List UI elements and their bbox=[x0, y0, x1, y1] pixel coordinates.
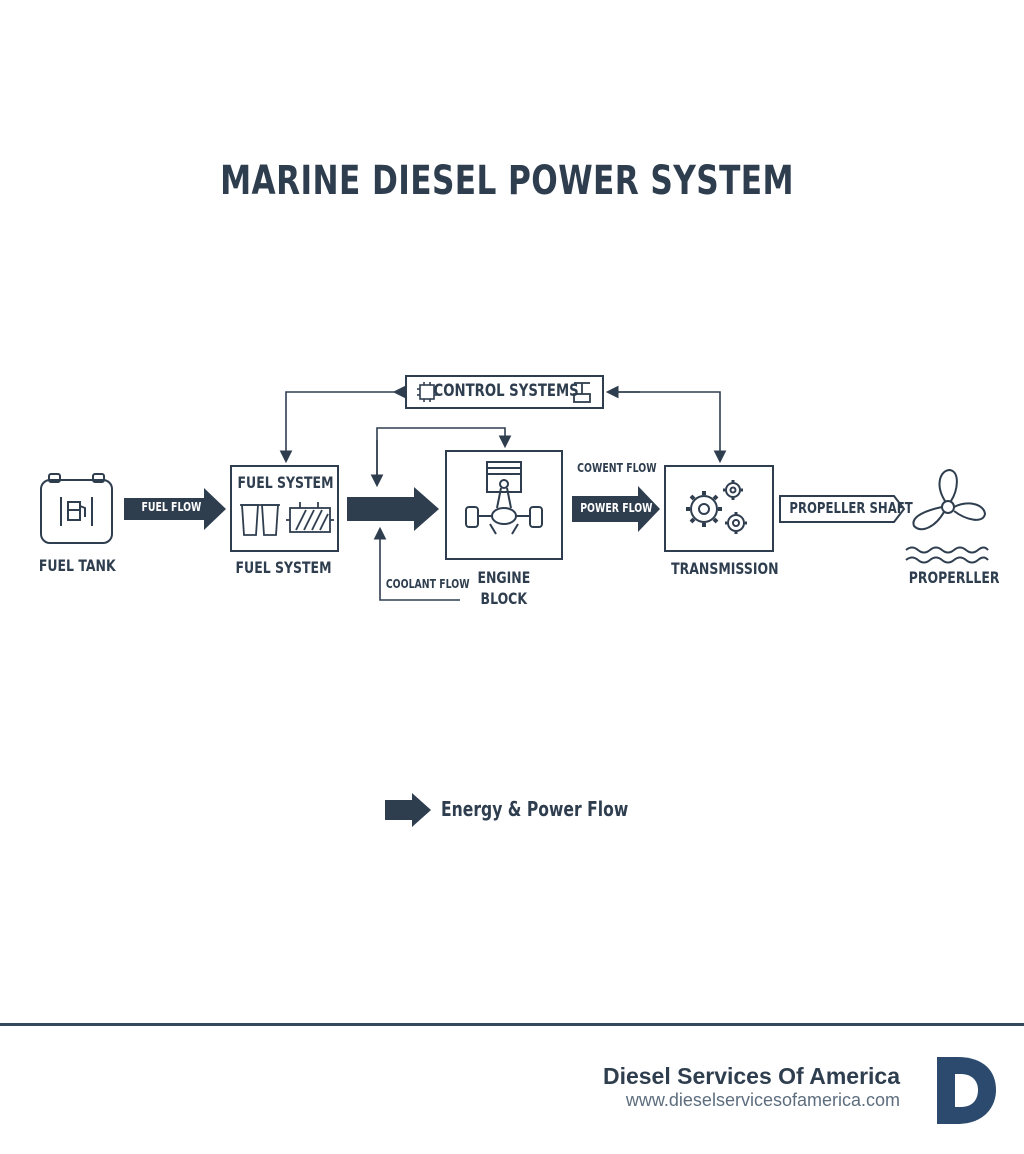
piston-icon bbox=[465, 461, 543, 535]
fuel-pump-icon bbox=[286, 502, 334, 533]
propeller-icon bbox=[905, 468, 989, 564]
chip-icon bbox=[417, 382, 437, 402]
fuel-flow-label: FUEL FLOW bbox=[141, 500, 201, 514]
energy-flow-arrow bbox=[347, 487, 439, 531]
control-line-transmission bbox=[611, 391, 727, 464]
power-flow-label: POWER FLOW bbox=[580, 501, 653, 515]
control-systems-label: CONTROL SYSTEMS bbox=[433, 381, 579, 401]
power-flow-arrow bbox=[572, 486, 660, 532]
engine-block-label: ENGINE BLOCK bbox=[477, 568, 531, 608]
control-line-fuel bbox=[279, 391, 404, 464]
propeller-shaft-label: PROPELLER SHAFT bbox=[789, 499, 913, 517]
legend-label: Energy & Power Flow bbox=[441, 797, 629, 821]
control-systems-box bbox=[405, 375, 604, 409]
logo-icon bbox=[937, 1057, 996, 1124]
cowent-flow-label: COWENT FLOW bbox=[577, 461, 657, 475]
fuel-flow-arrow bbox=[124, 488, 226, 530]
coolant-flow-label: COOLANT FLOW bbox=[385, 577, 470, 591]
lever-icon bbox=[573, 382, 591, 403]
fuel-filter-icon bbox=[240, 504, 280, 536]
gears-icon bbox=[686, 480, 747, 534]
fuel-system-inner-label: FUEL SYSTEM bbox=[237, 473, 334, 492]
company-name: Diesel Services Of America bbox=[602, 1063, 900, 1089]
footer-divider bbox=[0, 1023, 1024, 1026]
fuel-tank-icon bbox=[40, 473, 113, 544]
fuel-system-label: FUEL SYSTEM bbox=[236, 558, 332, 577]
page-title: MARINE DIESEL POWER SYSTEM bbox=[220, 158, 794, 204]
fuel-tank-label: FUEL TANK bbox=[38, 556, 116, 575]
coolant-line bbox=[373, 526, 460, 601]
company-url[interactable]: www.dieselservicesofamerica.com bbox=[625, 1090, 900, 1110]
propeller-label: PROPERLLER bbox=[908, 568, 1000, 587]
fuel-system-box bbox=[230, 465, 339, 552]
transmission-label: TRANSMISSION bbox=[671, 559, 779, 578]
legend-arrow-icon bbox=[385, 793, 431, 827]
propeller-shaft-arrow bbox=[779, 495, 906, 523]
